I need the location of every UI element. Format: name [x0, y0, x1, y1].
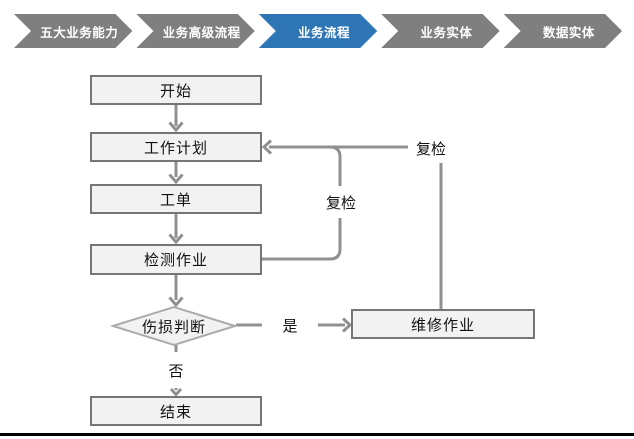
arrowhead-down-4 [168, 296, 184, 308]
nav-step-business-process[interactable]: 业务流程 [259, 14, 377, 48]
arrowhead-down-1 [168, 121, 184, 133]
nav-step-high-level-process[interactable]: 业务高级流程 [136, 14, 254, 48]
arrowhead-right-1 [341, 317, 353, 333]
decision-diamond-shape [109, 305, 239, 347]
step-nav: 五大业务能力 业务高级流程 业务流程 业务实体 数据实体 [14, 14, 622, 48]
node-work-order: 工单 [90, 184, 262, 214]
node-work-plan: 工作计划 [90, 132, 262, 162]
edge-label-recheck-outer: 复检 [408, 133, 454, 163]
nav-step-data-entity[interactable]: 数据实体 [504, 14, 622, 48]
nav-step-business-capabilities[interactable]: 五大业务能力 [14, 14, 132, 48]
node-inspection-job: 检测作业 [90, 244, 262, 275]
edge-label-no: 否 [158, 352, 194, 388]
edge-label-recheck-inner: 复检 [320, 186, 362, 218]
arrowhead-left-1 [261, 139, 273, 155]
nav-step-business-entity[interactable]: 业务实体 [381, 14, 499, 48]
node-damage-decision: 伤损判断 [141, 318, 206, 336]
arrowhead-down-5 [169, 387, 183, 397]
edge-label-yes: 是 [262, 312, 318, 338]
bottom-border-line [0, 433, 634, 436]
node-end: 结束 [90, 396, 262, 426]
arrowhead-down-3 [168, 233, 184, 245]
node-start: 开始 [90, 75, 262, 105]
node-repair-job: 维修作业 [351, 309, 535, 339]
connector-repair-recheck [269, 145, 443, 309]
arrowhead-down-2 [168, 173, 184, 185]
